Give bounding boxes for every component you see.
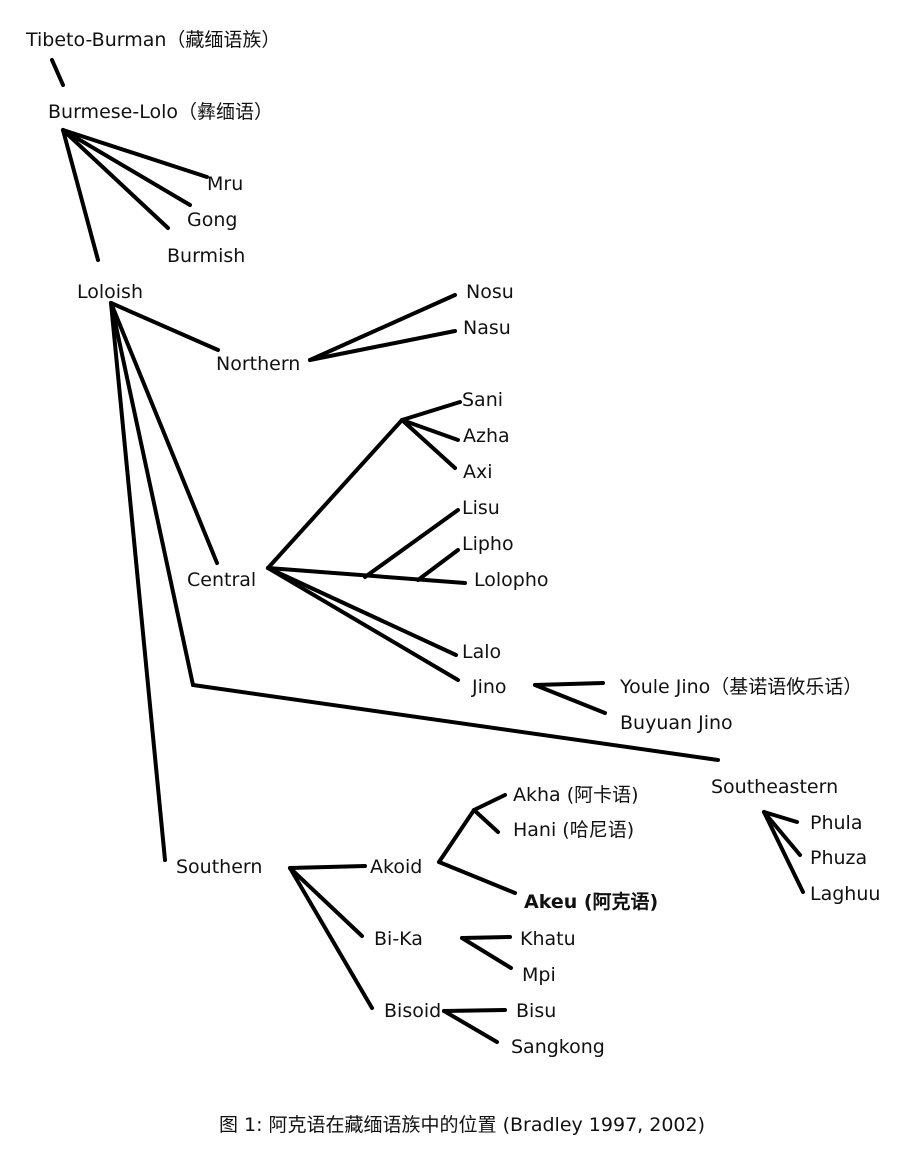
node-lalo: Lalo xyxy=(462,641,501,663)
node-southern: Southern xyxy=(176,856,262,878)
tree-edges xyxy=(50,58,805,1044)
edge-phuza xyxy=(762,810,802,857)
node-mru: Mru xyxy=(207,173,243,195)
edge-northern-nasu xyxy=(308,329,457,362)
edge-tibeto-burman-burmese-lolo xyxy=(50,58,65,87)
node-sangkong: Sangkong xyxy=(511,1036,605,1058)
edge-loloish-southeastern xyxy=(109,301,195,687)
node-mpi: Mpi xyxy=(522,964,556,986)
node-nosu: Nosu xyxy=(466,281,514,303)
node-bi-ka: Bi-Ka xyxy=(374,928,423,950)
edge-lisu xyxy=(363,508,460,579)
node-burmish: Burmish xyxy=(167,245,245,267)
edge-sangkong xyxy=(442,1009,499,1044)
edge-loloish-northern xyxy=(109,301,220,352)
edge-akoid-akha-group xyxy=(437,808,476,864)
edge-laghuu xyxy=(762,810,805,894)
edge-burmese-lolo-mru xyxy=(61,128,209,179)
edge-loloish-central xyxy=(109,301,219,565)
edge-mpi xyxy=(460,936,513,970)
tree-labels: Tibeto-Burman（藏缅语族） Burmese-Lolo（彝缅语） Mr… xyxy=(25,29,880,1058)
node-laghuu: Laghuu xyxy=(810,883,880,905)
edge-burmese-lolo-loloish xyxy=(61,128,100,262)
node-khatu: Khatu xyxy=(520,928,576,950)
edge-youle-jino xyxy=(533,681,605,687)
edge-hani xyxy=(472,808,500,834)
node-gong: Gong xyxy=(187,209,237,231)
edge-burmese-lolo-burmish xyxy=(61,128,170,230)
edge-central-lalo xyxy=(266,566,458,657)
node-azha: Azha xyxy=(463,425,510,447)
node-akoid: Akoid xyxy=(370,856,422,878)
node-central: Central xyxy=(187,569,256,591)
edge-southeastern-stem xyxy=(191,683,720,762)
edge-lipho xyxy=(416,548,460,582)
edge-buyuan-jino xyxy=(533,683,607,715)
edge-central-sani-group xyxy=(266,418,404,570)
edge-burmese-lolo-gong xyxy=(61,128,192,207)
edge-southern-akoid xyxy=(288,864,367,870)
node-youle-jino: Youle Jino（基诺语攸乐话） xyxy=(619,676,862,698)
edge-khatu xyxy=(460,935,512,940)
node-southeastern: Southeastern xyxy=(711,776,838,798)
node-sani: Sani xyxy=(462,389,503,411)
node-akeu: Akeu (阿克语) xyxy=(524,890,658,913)
edge-akeu xyxy=(437,860,517,895)
edge-akha xyxy=(472,793,507,812)
node-tibeto-burman: Tibeto-Burman（藏缅语族） xyxy=(25,29,280,51)
edge-loloish-southern xyxy=(109,301,167,862)
node-northern: Northern xyxy=(216,353,300,375)
edge-phula xyxy=(762,810,799,824)
figure-caption: 图 1: 阿克语在藏缅语族中的位置 (Bradley 1997, 2002) xyxy=(219,1114,705,1136)
node-phula: Phula xyxy=(810,812,862,834)
edge-central-jino xyxy=(266,566,460,682)
edge-southern-bi-ka xyxy=(288,866,364,938)
edge-azha xyxy=(400,418,460,442)
node-burmese-lolo: Burmese-Lolo（彝缅语） xyxy=(48,101,273,123)
edge-bisu xyxy=(442,1008,507,1013)
node-lolopho: Lolopho xyxy=(474,569,549,591)
node-jino: Jino xyxy=(471,676,507,698)
node-bisu: Bisu xyxy=(516,1000,556,1022)
node-axi: Axi xyxy=(463,461,493,483)
node-akha: Akha (阿卡语) xyxy=(513,784,639,806)
node-loloish: Loloish xyxy=(77,281,143,303)
node-nasu: Nasu xyxy=(463,317,511,339)
node-lisu: Lisu xyxy=(462,497,500,519)
edge-axi xyxy=(400,418,457,470)
node-buyuan-jino: Buyuan Jino xyxy=(620,712,733,734)
edge-southern-bisoid xyxy=(288,866,374,1010)
edge-northern-nosu xyxy=(308,293,457,362)
edge-sani xyxy=(400,400,462,422)
node-hani: Hani (哈尼语) xyxy=(513,819,634,841)
node-lipho: Lipho xyxy=(462,533,514,555)
node-phuza: Phuza xyxy=(810,847,867,869)
node-bisoid: Bisoid xyxy=(384,1000,441,1022)
